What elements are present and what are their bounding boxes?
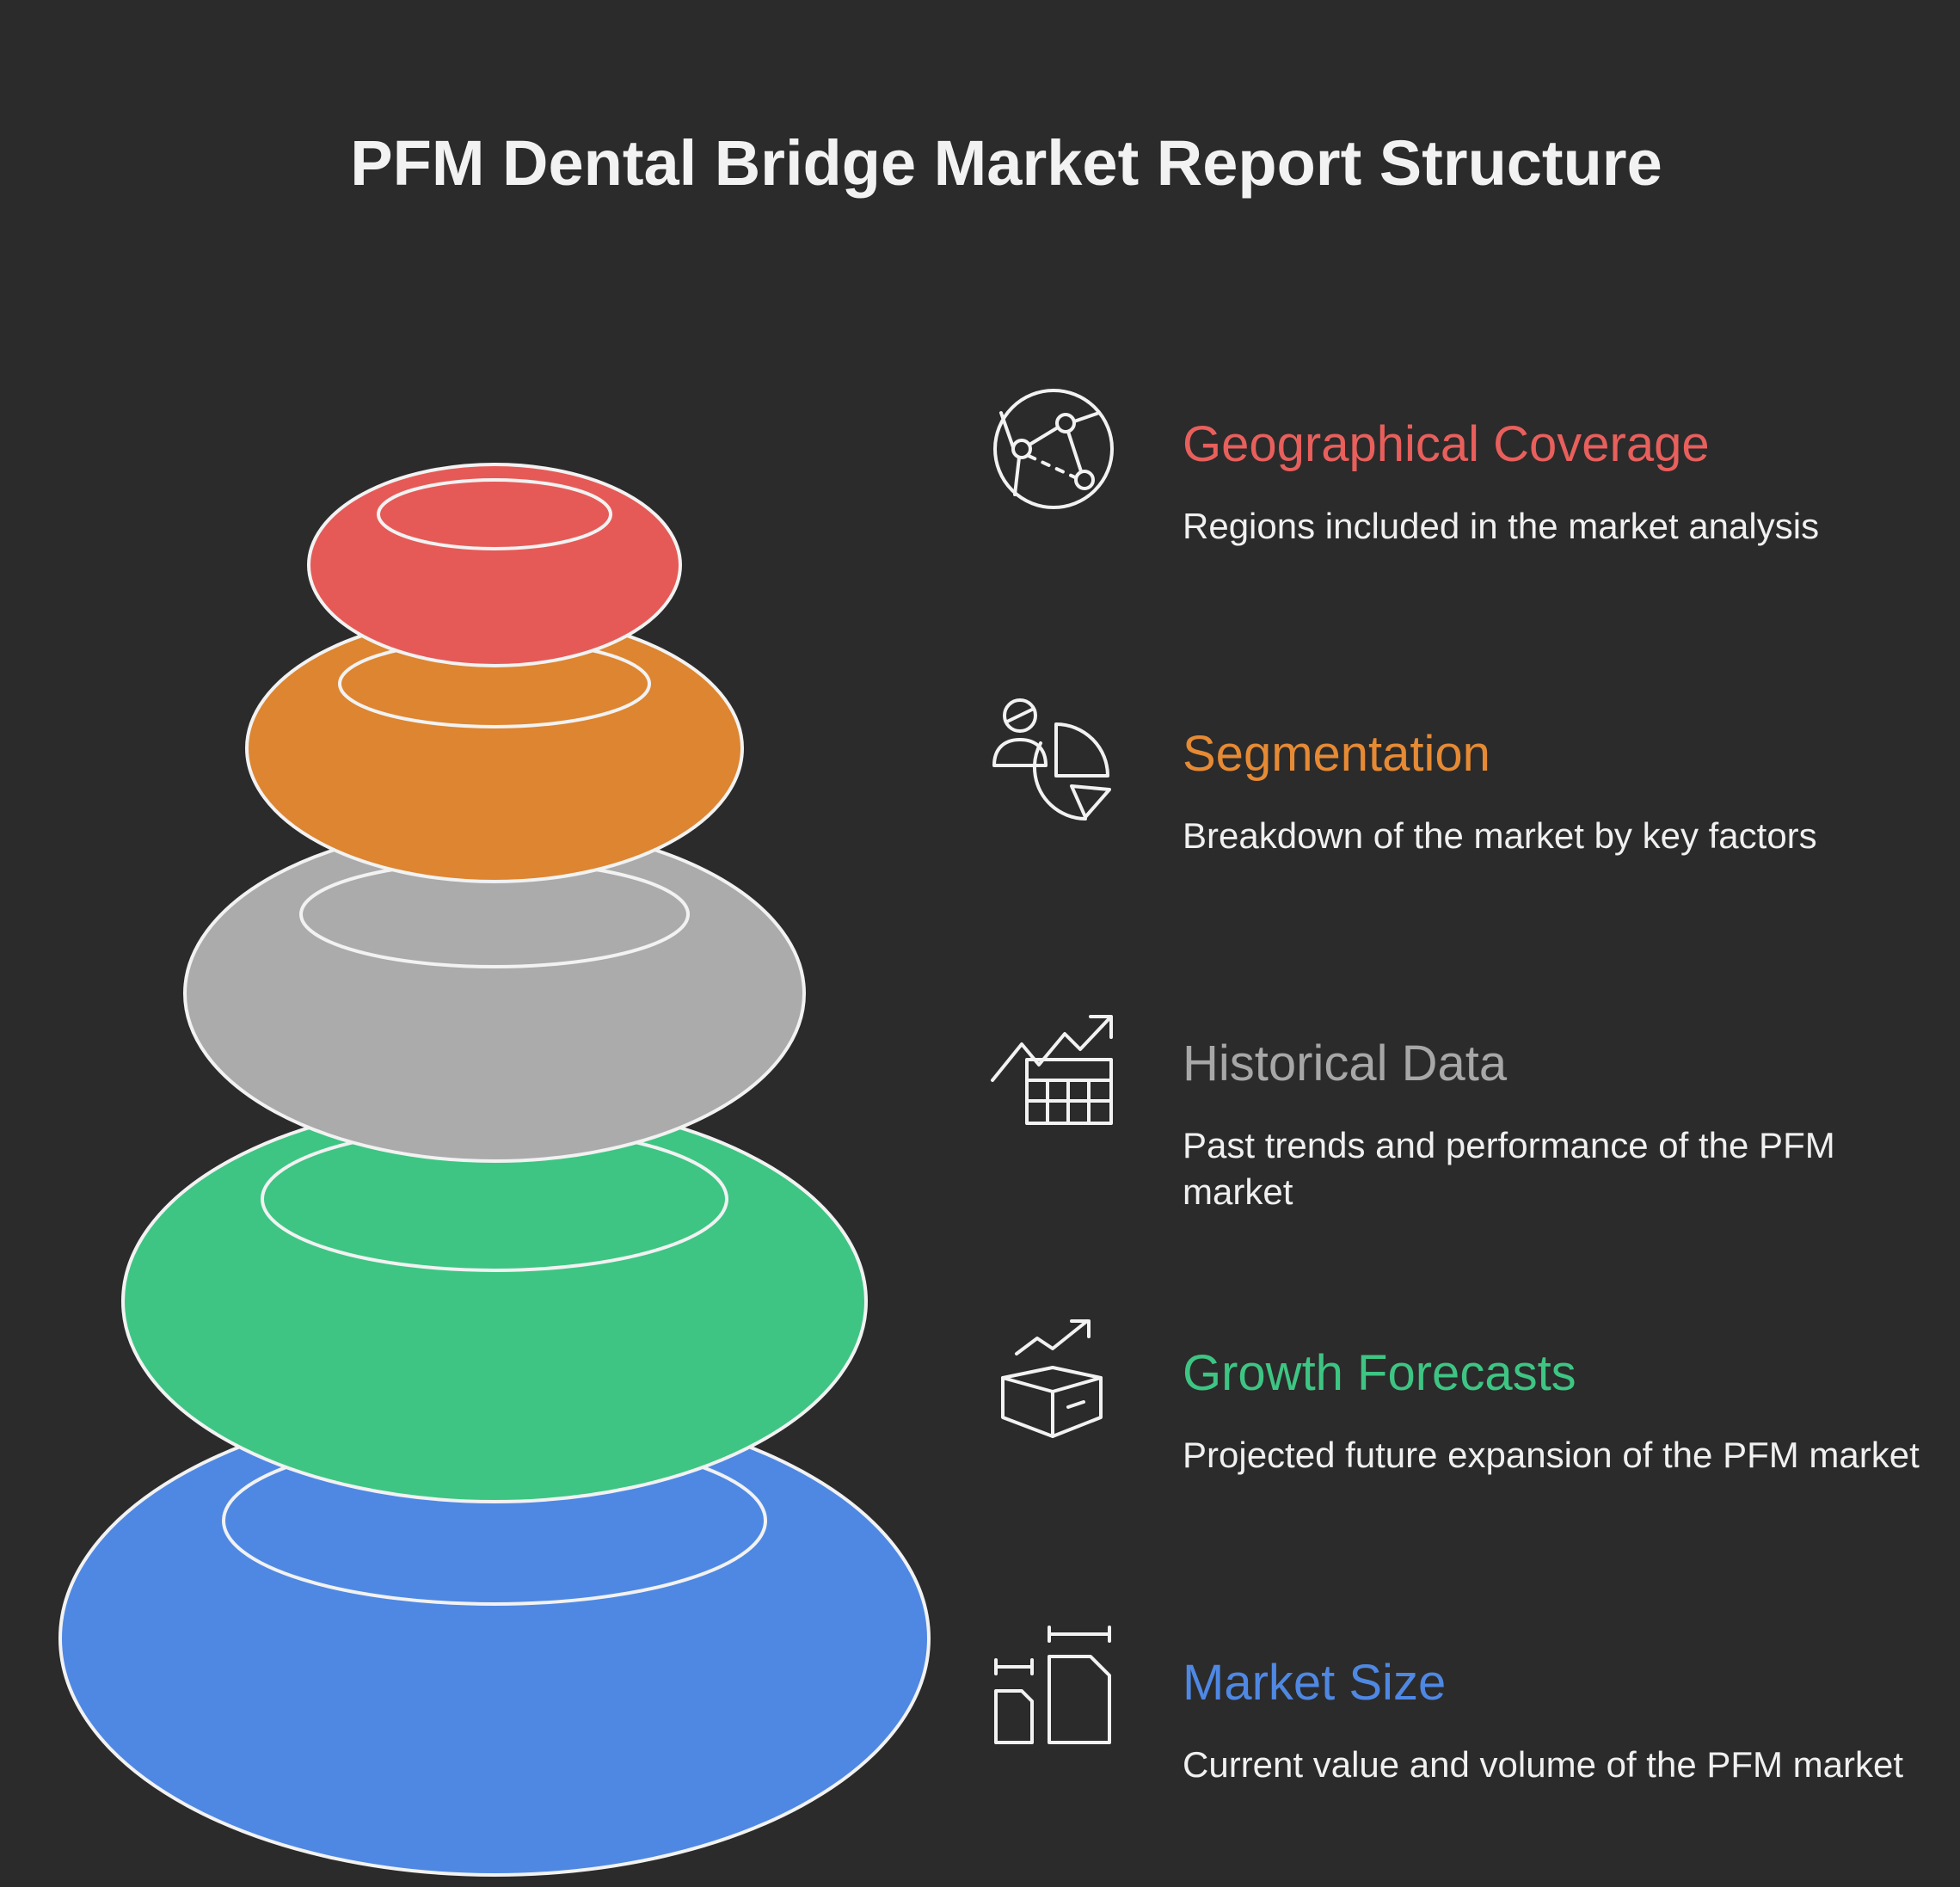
ring-geographical-coverage-body bbox=[307, 463, 682, 667]
trend-table-icon bbox=[991, 1015, 1113, 1125]
box-growth-icon bbox=[1001, 1319, 1103, 1438]
item-growth-forecasts: Growth Forecasts Projected future expans… bbox=[989, 1316, 1944, 1574]
item-heading: Historical Data bbox=[1183, 1036, 1508, 1091]
stacked-rings-diagram bbox=[58, 463, 931, 1877]
person-pie-chart-icon bbox=[992, 698, 1111, 821]
ring-geographical-coverage-hole bbox=[377, 478, 612, 550]
item-heading: Market Size bbox=[1183, 1655, 1447, 1711]
item-description: Breakdown of the market by key factors bbox=[1183, 815, 1817, 856]
item-description: Current value and volume of the PFM mark… bbox=[1183, 1744, 1904, 1785]
item-description: Past trends and performance of the PFM m… bbox=[1183, 1125, 1835, 1212]
item-segmentation: Segmentation Breakdown of the market by … bbox=[989, 697, 1944, 955]
page-title: PFM Dental Bridge Market Report Structur… bbox=[350, 127, 1662, 199]
item-historical-data: Historical Data Past trends and performa… bbox=[989, 1006, 1944, 1264]
ring-geographical-coverage bbox=[307, 463, 682, 667]
item-heading: Growth Forecasts bbox=[1183, 1345, 1576, 1401]
item-geographical-coverage: Geographical Coverage Regions included i… bbox=[989, 387, 1944, 645]
item-heading: Segmentation bbox=[1183, 726, 1490, 782]
item-heading: Geographical Coverage bbox=[1183, 416, 1710, 472]
item-description: Projected future expansion of the PFM ma… bbox=[1183, 1435, 1920, 1475]
ring-segmentation bbox=[245, 613, 744, 883]
ring-historical-data bbox=[183, 824, 806, 1163]
item-description: Regions included in the market analysis bbox=[1183, 506, 1820, 546]
size-comparison-icon bbox=[994, 1626, 1111, 1744]
item-market-size: Market Size Current value and volume of … bbox=[989, 1626, 1944, 1884]
globe-network-icon bbox=[993, 389, 1114, 509]
